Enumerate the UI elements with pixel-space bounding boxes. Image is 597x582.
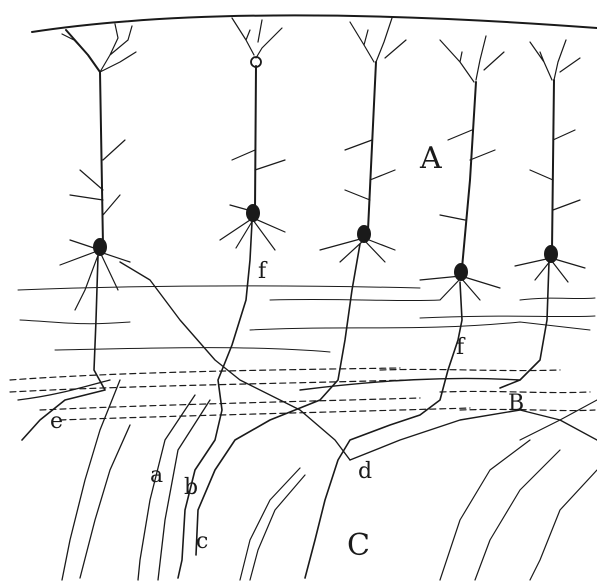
pyramidal-neuron-5 (500, 40, 585, 388)
long-fibers (18, 262, 597, 460)
label-f-upper: f (258, 259, 268, 284)
pyramidal-neuron-1 (22, 24, 136, 440)
label-d: d (358, 459, 372, 484)
label-b: b (184, 475, 198, 500)
label-C: C (347, 528, 370, 563)
label-B: B (508, 391, 524, 416)
label-f-lower: f (456, 335, 466, 360)
horizontal-fibers (18, 286, 595, 352)
label-c: c (196, 529, 208, 554)
label-a: a (150, 463, 163, 488)
soma-2 (246, 204, 260, 222)
label-A: A (419, 141, 442, 176)
label-e: e (50, 409, 63, 434)
